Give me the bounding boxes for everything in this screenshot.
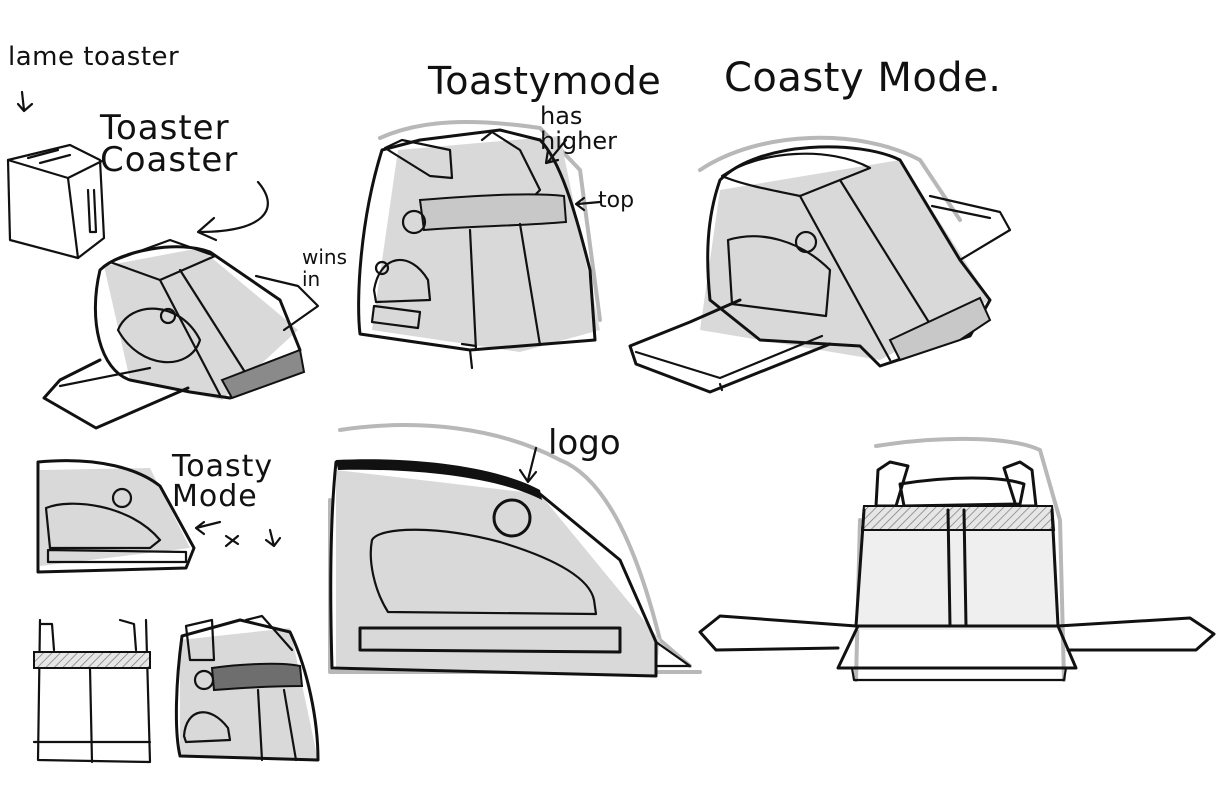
coaster-mode-sketch-small xyxy=(42,238,320,430)
note-coasty-mode: Coasty Mode. xyxy=(724,55,1002,101)
small-arrow-marks-icon xyxy=(194,520,282,548)
upright-sketch-small xyxy=(174,614,320,762)
note-toastymode-title: Toastymode xyxy=(428,59,662,103)
back-view-sketch-small xyxy=(32,618,152,764)
plain-toaster-sketch xyxy=(6,143,106,260)
logo-arrow-icon xyxy=(518,446,538,484)
side-view-large-sketch xyxy=(328,423,702,678)
toasty-mode-side-sketch-small xyxy=(36,459,196,574)
note-toaster-coaster: Toaster Coaster xyxy=(100,108,239,181)
note-logo: logo xyxy=(548,423,621,463)
note-wins-in: wins in xyxy=(302,245,348,291)
note-has-higher: has higher xyxy=(540,102,617,156)
note-lame-toaster: lame toaster xyxy=(8,42,180,72)
curved-arrow-icon xyxy=(196,180,269,242)
coasty-mode-large-sketch xyxy=(628,135,1012,394)
note-toasty-mode-small: Toasty Mode xyxy=(172,449,274,514)
front-view-large-sketch xyxy=(698,436,1216,682)
toasty-mode-upright-sketch xyxy=(357,120,602,370)
pointer-arrow-icon xyxy=(544,138,602,212)
arrow-down-icon xyxy=(16,90,34,113)
note-top: top xyxy=(598,188,635,213)
